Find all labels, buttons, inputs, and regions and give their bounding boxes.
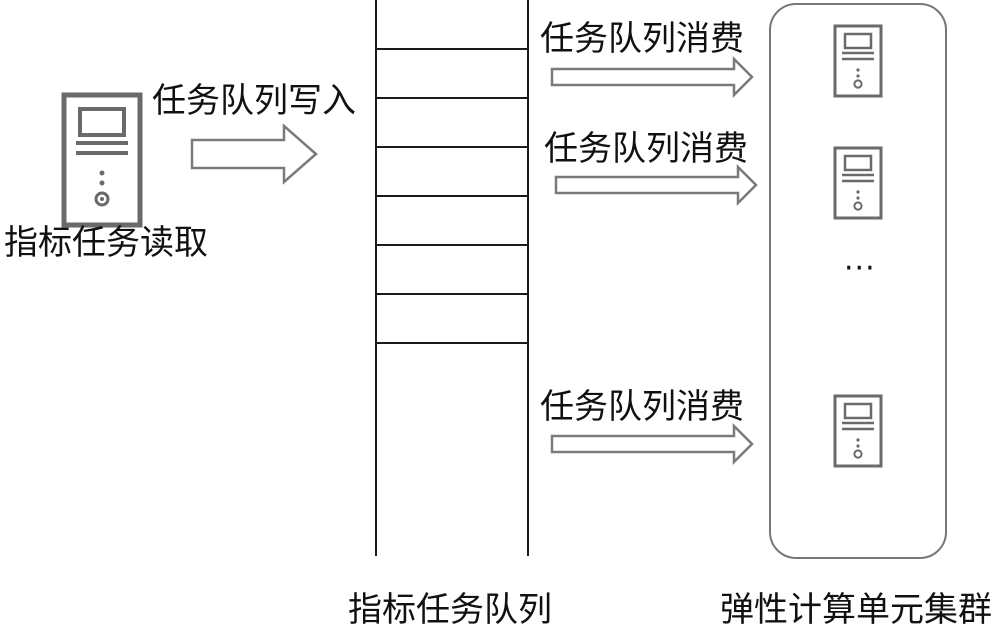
write-label: 任务队列写入	[152, 81, 356, 121]
consume-label-1: 任务队列消费	[540, 19, 744, 59]
server-icon	[833, 146, 883, 220]
consume-label-3: 任务队列消费	[540, 387, 744, 427]
cluster-label: 弹性计算单元集群	[720, 590, 992, 630]
consume-arrow-3	[550, 422, 754, 466]
server-icon	[833, 24, 883, 98]
consume-arrow-1	[550, 55, 754, 99]
compute-cluster	[769, 3, 947, 559]
server-icon	[61, 92, 143, 228]
consume-label-2: 任务队列消费	[544, 129, 748, 169]
reader-label: 指标任务读取	[4, 223, 208, 263]
cluster-ellipsis: ···	[844, 251, 876, 286]
queue-label: 指标任务队列	[348, 590, 552, 630]
consume-arrow-2	[554, 163, 758, 207]
server-icon	[833, 394, 883, 468]
task-queue	[375, 0, 529, 556]
write-arrow	[190, 123, 318, 185]
queue-slots	[376, 48, 528, 344]
